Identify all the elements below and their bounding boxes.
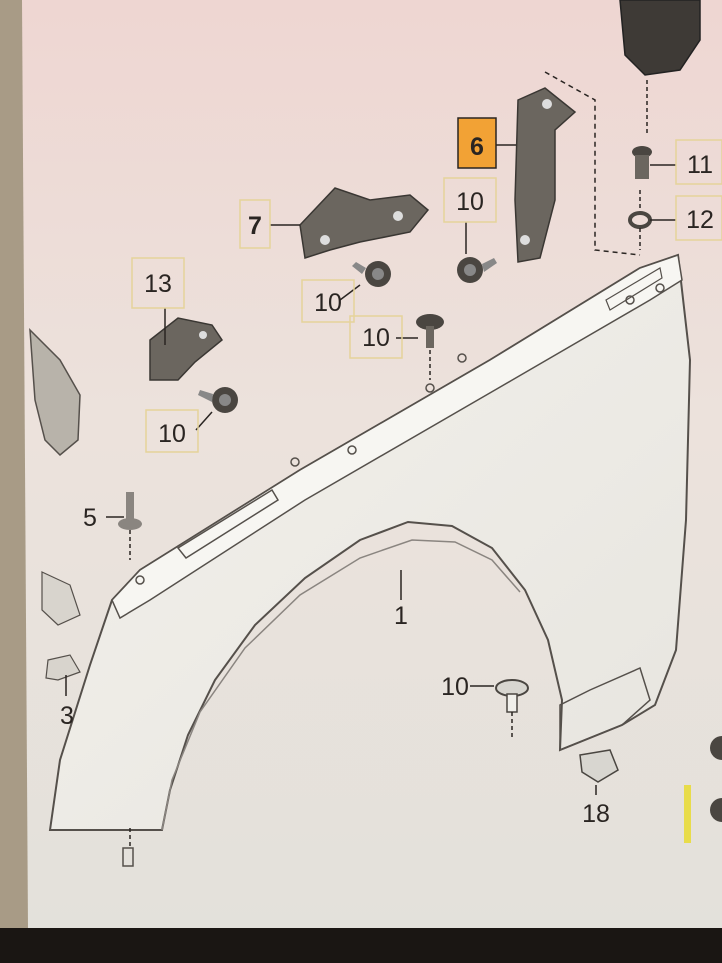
bracket-7 (299, 187, 430, 259)
callout-10: 10 (441, 673, 469, 701)
callout-1: 1 (394, 602, 408, 630)
bracket-6 (514, 87, 577, 263)
yellow-marker (684, 785, 691, 843)
callout-11: 11 (687, 151, 713, 179)
part-3 (45, 654, 81, 681)
right-edge-control (710, 736, 722, 760)
bolt-10 (416, 314, 444, 348)
left-edge-strip (0, 0, 28, 930)
adjacent-part (41, 571, 81, 626)
callout-10: 10 (158, 420, 186, 448)
fender-part (48, 253, 692, 831)
adjacent-part (29, 328, 81, 457)
bolt-10 (198, 387, 238, 413)
callout-12: 12 (686, 206, 714, 234)
callout-6: 6 (470, 133, 484, 161)
callout-7: 7 (248, 212, 262, 240)
nut-18 (579, 749, 619, 783)
callout-6-highlight (457, 117, 497, 169)
callout-5: 5 (83, 504, 97, 532)
callout-boxes (131, 139, 722, 453)
monitor-bezel (0, 928, 722, 963)
callout-13: 13 (144, 270, 172, 298)
leader-lines (65, 71, 676, 846)
right-edge-control (710, 798, 722, 822)
bottom-clip (122, 847, 134, 867)
hinge-bracket (619, 0, 701, 76)
callout-10: 10 (456, 188, 484, 216)
callout-10: 10 (362, 324, 390, 352)
bolt-11 (632, 146, 652, 179)
bolt-10 (352, 261, 391, 287)
callout-10: 10 (314, 289, 342, 317)
callout-3: 3 (60, 702, 74, 730)
callout-18: 18 (582, 800, 610, 828)
bolt-10 (457, 257, 497, 283)
clip-5 (118, 492, 142, 530)
